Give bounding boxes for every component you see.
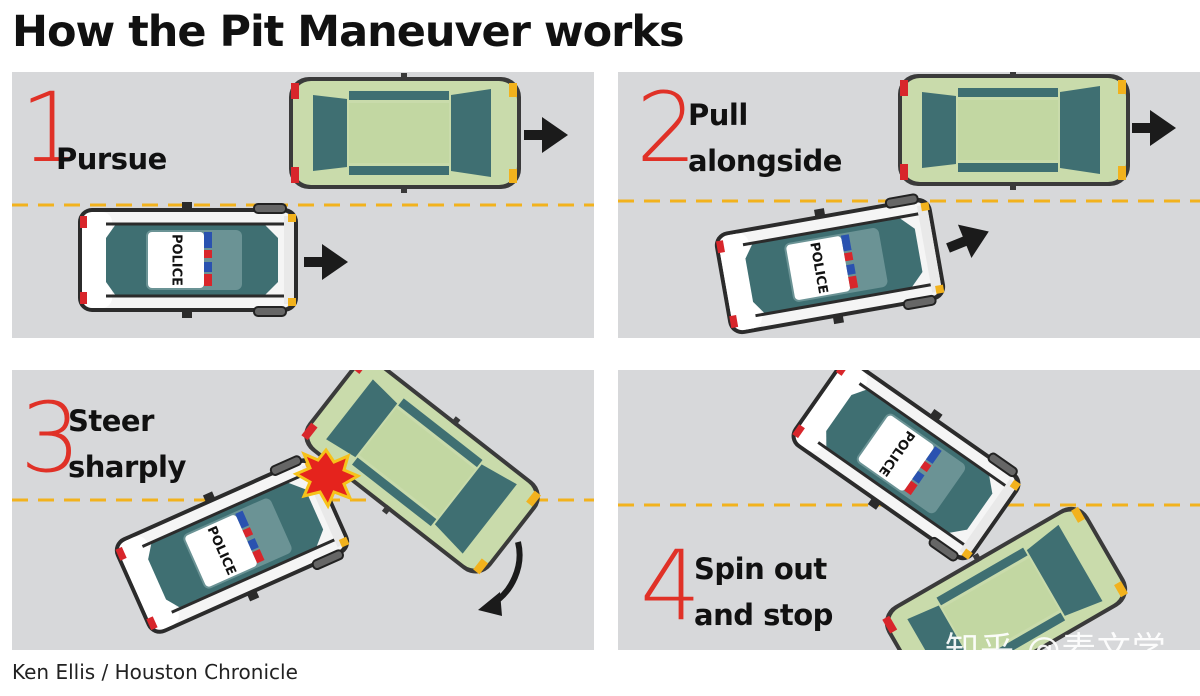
police-car: POLICE <box>76 200 300 320</box>
impact-burst-icon <box>292 447 362 510</box>
step-2-panel: POLICE 2 Pull alongside <box>618 72 1200 338</box>
step-4-panel: POLICE 4 Spin out and stop <box>618 370 1200 650</box>
direction-arrow <box>941 214 996 265</box>
caption-line-1: Steer <box>68 404 154 438</box>
caption-line-2: sharply <box>68 450 186 484</box>
direction-arrow <box>304 244 348 280</box>
police-label: POLICE <box>169 234 184 286</box>
step-caption: Steer sharply <box>68 398 186 490</box>
step-number: 2 <box>636 72 698 184</box>
step-1-illustration: POLICE <box>12 73 594 320</box>
direction-arrow <box>1132 110 1176 146</box>
step-caption: Pursue <box>56 136 167 182</box>
police-car: POLICE <box>710 188 950 338</box>
step-caption: Pull alongside <box>688 92 842 184</box>
police-car: POLICE <box>781 370 1031 573</box>
step-number: 3 <box>20 382 82 494</box>
step-3-illustration: POLICE <box>12 370 594 646</box>
rotation-arrow-head <box>478 592 502 616</box>
step-3-panel: POLICE 3 Steer sharply <box>12 370 594 650</box>
caption-line-1: Pursue <box>56 142 167 176</box>
step-1-panel: POLICE 1 Pursue <box>12 72 594 338</box>
page-title: How the Pit Maneuver works <box>12 7 685 57</box>
caption-line-2: alongside <box>688 144 842 178</box>
step-number: 1 <box>20 72 82 184</box>
step-2-illustration: POLICE <box>618 72 1200 338</box>
step-caption: Spin out and stop <box>694 546 833 638</box>
caption-line-1: Spin out <box>694 552 827 586</box>
caption-line-1: Pull <box>688 98 748 132</box>
direction-arrow <box>524 117 568 153</box>
watermark: 知乎 @麦文学 <box>945 630 1167 670</box>
suspect-car <box>898 72 1130 190</box>
credit-line: Ken Ellis / Houston Chronicle <box>12 660 298 684</box>
caption-line-2: and stop <box>694 598 833 632</box>
step-4-illustration: POLICE <box>618 370 1200 650</box>
step-number: 4 <box>640 530 702 642</box>
police-car: POLICE <box>106 446 358 646</box>
suspect-car <box>289 73 521 193</box>
